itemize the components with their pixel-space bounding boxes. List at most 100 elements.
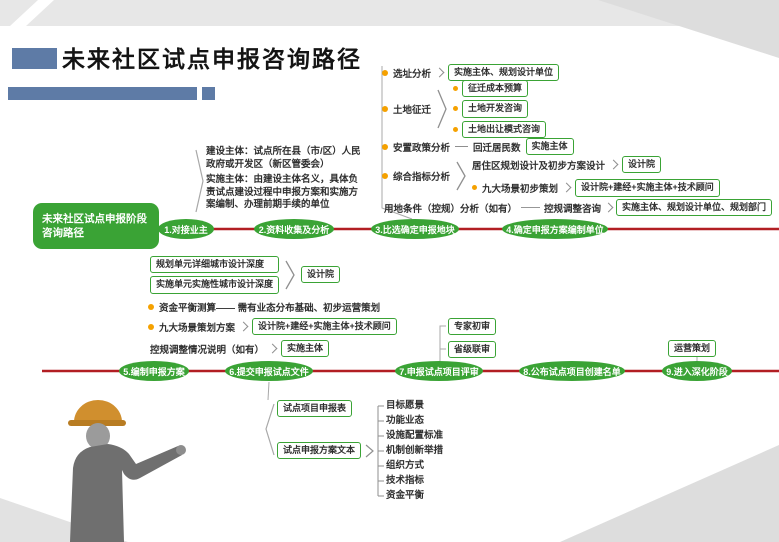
- resettlement-row: 安置政策分析 回迁居民数 实施主体: [382, 138, 574, 156]
- implementation-subject-note: 实施主体：由建设主体名义，具体负责试点建设过程中申报方案和实施方案编制、办理前期…: [206, 174, 359, 211]
- page-title: 未来社区试点申报咨询路径: [62, 46, 362, 72]
- planning-design-result-box: 设计院: [622, 156, 662, 174]
- stage-node-5: 5.编制申报方案: [119, 361, 189, 381]
- stage6-stub: [267, 381, 270, 401]
- nine-scenes-plan-result-box: 设计院+建经+实施主体+技术顾问: [252, 318, 397, 336]
- chevron-right-icon: [238, 321, 249, 332]
- comprehensive-items: 居住区规划设计及初步方案设计 设计院 九大场景初步策划 设计院+建经+实施主体+…: [472, 156, 720, 197]
- chevron-right-icon: [603, 202, 614, 213]
- expert-review-box: 专家初审: [448, 318, 497, 336]
- design-institute-box: 设计院: [301, 266, 341, 284]
- stage-node-9: 9.进入深化阶段: [662, 361, 732, 381]
- operation-planning-box: 运营策划: [668, 340, 717, 358]
- root-node: 未来社区试点申报阶段 咨询路径: [33, 203, 159, 249]
- bg-bottom-right-triangle: [560, 445, 779, 542]
- chevron-right-icon: [437, 89, 447, 129]
- stage-node-2: 2.资料收集及分析: [254, 219, 334, 239]
- nine-scenes-initial-result-box: 设计院+建经+实施主体+技术顾问: [575, 179, 720, 197]
- comprehensive-row: 综合指标分析 居住区规划设计及初步方案设计 设计院 九大场景初步策划 设计院+建…: [382, 156, 720, 197]
- implementation-unit-depth-box: 实施单元实施性城市设计深度: [150, 276, 280, 294]
- land-requisition-items: 征迁成本预算 土地开发咨询 土地出让模式咨询: [453, 80, 547, 138]
- bullet-dot-icon: [382, 105, 388, 112]
- planning-design-label: 居住区规划设计及初步方案设计: [472, 160, 606, 172]
- hard-hat-icon: [74, 400, 122, 422]
- land-requisition-label: 土地征迁: [393, 104, 432, 116]
- landuse-result-box: 实施主体、规划设计单位、规划部门: [616, 199, 773, 217]
- document-content-item: 资金平衡: [386, 490, 425, 501]
- planning-unit-depth-box: 规划单元详细城市设计深度: [150, 256, 280, 274]
- bullet-dot-icon: [382, 173, 388, 180]
- chevron-right-icon: [608, 159, 619, 170]
- regulation-note-label: 控规调整情况说明（如有）: [150, 344, 265, 356]
- bullet-dot-icon: [382, 69, 388, 76]
- list-item: 土地出让模式咨询: [453, 120, 547, 138]
- chevron-right-icon: [434, 67, 445, 78]
- bg-top-right-triangle: [598, 0, 779, 58]
- land-requisition-row: 土地征迁 征迁成本预算 土地开发咨询 土地出让模式咨询: [382, 80, 547, 138]
- stage2-bracket: [195, 149, 204, 213]
- title-underline-bar: [8, 87, 197, 100]
- land-item-box: 土地出让模式咨询: [462, 120, 547, 138]
- application-document-box: 试点申报方案文本: [277, 442, 362, 460]
- contents-tree: [377, 405, 384, 497]
- planning-design-row: 居住区规划设计及初步方案设计 设计院: [472, 156, 720, 174]
- stage-node-1: 1.对接业主: [158, 219, 214, 239]
- site-analysis-label: 选址分析: [393, 68, 432, 80]
- title-underline-square: [202, 87, 215, 100]
- bullet-dot-icon: [453, 126, 459, 132]
- design-depth-boxes: 规划单元详细城市设计深度 实施单元实施性城市设计深度: [150, 256, 280, 294]
- chevron-right-icon: [456, 161, 466, 191]
- stage-node-6: 6.提交申报试点文件: [225, 361, 313, 381]
- site-analysis-result-box: 实施主体、规划设计单位: [448, 64, 560, 82]
- regulation-consult-label: 控规调整咨询: [544, 203, 602, 215]
- bullet-dot-icon: [382, 143, 388, 150]
- nine-scenes-plan-label: 九大场景策划方案: [159, 322, 236, 334]
- resettlement-metric: 回迁居民数: [473, 142, 521, 154]
- chevron-right-icon: [267, 343, 278, 354]
- stage-node-7: 7.申报试点项目评审: [395, 361, 483, 381]
- document-content-item: 目标愿景: [386, 400, 425, 411]
- bullet-dot-icon: [453, 106, 459, 112]
- root-node-line2: 咨询路径: [42, 227, 84, 239]
- application-form-box: 试点项目申报表: [277, 400, 353, 418]
- provincial-review-box: 省级联审: [448, 341, 497, 359]
- list-item: 土地开发咨询: [453, 100, 546, 118]
- document-content-item: 组织方式: [386, 460, 425, 471]
- site-analysis-row: 选址分析 实施主体、规划设计单位: [382, 64, 560, 82]
- resettlement-label: 安置政策分析: [393, 142, 451, 154]
- document-content-item: 机制创新举措: [386, 445, 444, 456]
- document-content-item: 设施配置标准: [386, 430, 444, 441]
- stage7-rail: [439, 325, 446, 361]
- connector-dash: [455, 146, 469, 148]
- list-item: 征迁成本预算: [453, 80, 546, 98]
- nine-scenes-initial-label: 九大场景初步策划: [482, 183, 559, 195]
- landuse-condition-label: 用地条件（控规）分析（如有）: [384, 203, 518, 215]
- resettlement-result-box: 实施主体: [525, 138, 574, 156]
- landuse-condition-row: 用地条件（控规）分析（如有） —— 控规调整咨询 实施主体、规划设计单位、规划部…: [384, 199, 773, 217]
- document-content-item: 功能业态: [386, 415, 425, 426]
- document-content-item: 技术指标: [386, 475, 425, 486]
- nine-scenes-plan-row: 九大场景策划方案 设计院+建经+实施主体+技术顾问: [148, 318, 397, 336]
- stage-node-8: 8.公布试点项目创建名单: [519, 361, 625, 381]
- stage-node-4: 4.确定申报方案编制单位: [502, 219, 608, 239]
- land-item-box: 征迁成本预算: [462, 80, 529, 98]
- design-depth-row: 规划单元详细城市设计深度 实施单元实施性城市设计深度 设计院: [150, 256, 341, 294]
- stage6-bracket: [265, 403, 275, 456]
- chevron-right-icon: [285, 260, 295, 290]
- root-node-line1: 未来社区试点申报阶段: [42, 212, 147, 225]
- nine-scenes-initial-row: 九大场景初步策划 设计院+建经+实施主体+技术顾问: [472, 179, 720, 197]
- land-item-box: 土地开发咨询: [462, 100, 529, 118]
- bullet-dot-icon: [148, 304, 154, 310]
- regulation-note-result-box: 实施主体: [281, 340, 330, 358]
- title-accent-square: [12, 48, 57, 69]
- funding-balance-label: 资金平衡测算—— 需有业态分布基础、初步运营策划: [159, 303, 381, 314]
- regulation-note-row: 控规调整情况说明（如有） 实施主体: [150, 340, 330, 358]
- bullet-dot-icon: [472, 185, 478, 191]
- document-contents-list: 目标愿景 功能业态 设施配置标准 机制创新举措 组织方式 技术指标 资金平衡: [386, 398, 443, 503]
- stage-node-3: 3.比选确定申报地块: [371, 219, 459, 239]
- construction-subject-note: 建设主体：试点所在县（市/区）人民政府或开发区（新区管委会）: [206, 146, 361, 170]
- chevron-right-icon: [561, 182, 572, 193]
- funding-balance-row: 资金平衡测算—— 需有业态分布基础、初步运营策划: [148, 300, 380, 314]
- bullet-dot-icon: [453, 86, 459, 92]
